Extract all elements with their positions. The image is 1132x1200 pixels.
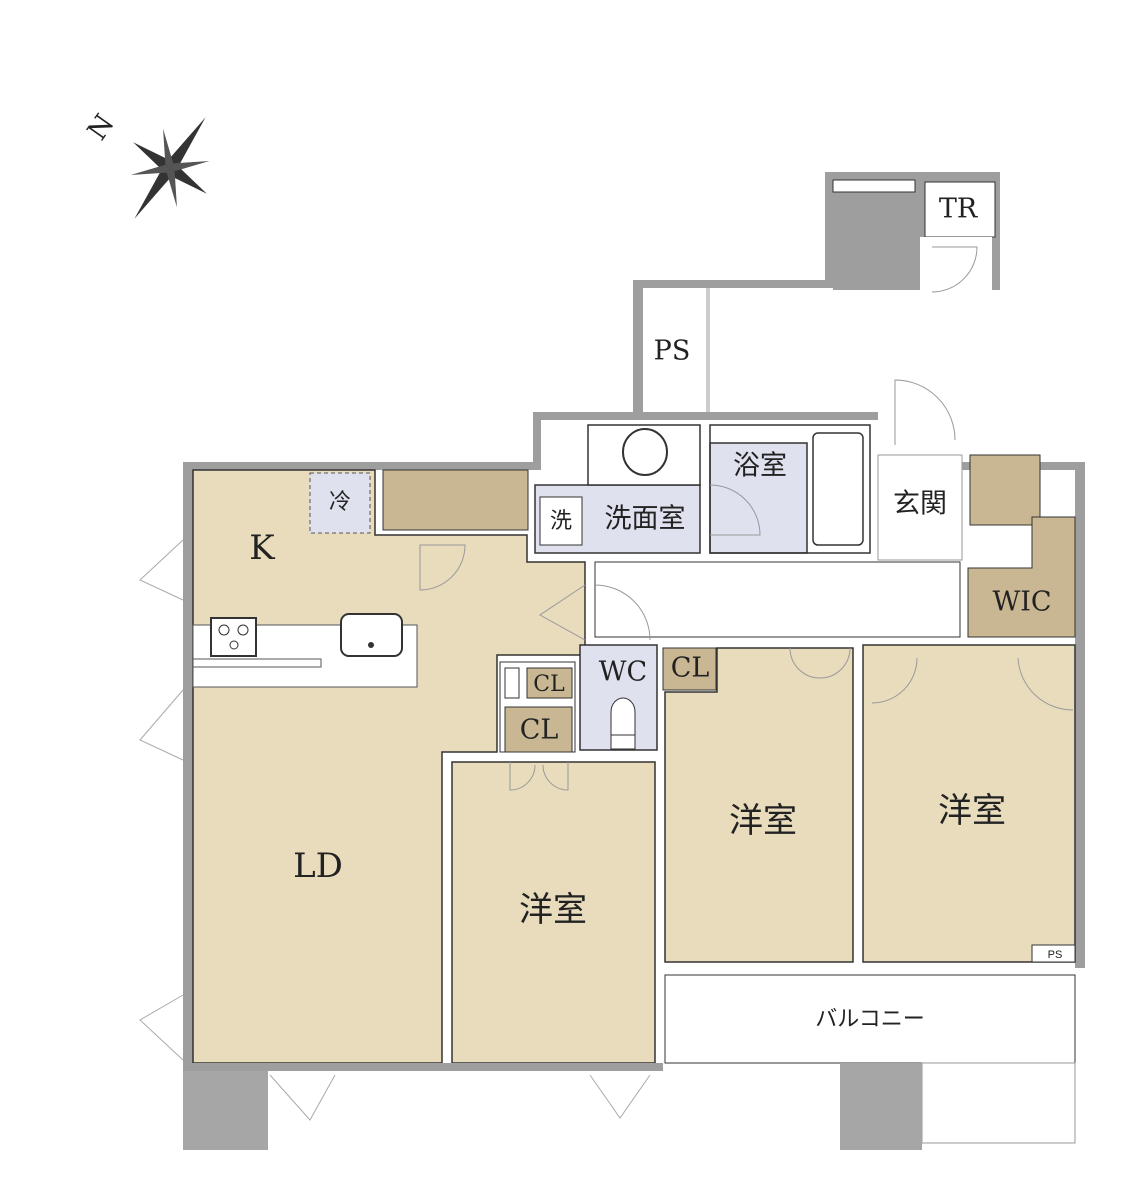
compass-rose-icon: N <box>82 109 210 219</box>
tr-label: TR <box>939 194 978 225</box>
wic-label: WIC <box>992 587 1051 618</box>
fridge-label: 冷 <box>329 490 351 515</box>
bedroom-1-label: 洋室 <box>519 890 587 930</box>
cl-label-1: CL <box>533 672 565 697</box>
kitchen-label: K <box>249 528 275 568</box>
washer-space <box>539 496 583 546</box>
ps-small <box>1031 944 1076 963</box>
balcony-label: バルコニー <box>815 1007 925 1032</box>
bedroom-3 <box>862 644 1076 963</box>
closet <box>504 706 573 753</box>
fridge-space <box>309 472 371 534</box>
washer-label: 洗 <box>550 509 572 534</box>
cl-label-3: CL <box>671 653 710 684</box>
bedroom-2-label: 洋室 <box>729 801 797 841</box>
ps-label: PS <box>654 336 691 367</box>
pipe-shaft: TR PS <box>633 172 1000 415</box>
window-sashes <box>139 539 651 1121</box>
washbasin-icon <box>622 428 668 476</box>
sink-icon <box>340 613 403 657</box>
bedroom-3-label: 洋室 <box>938 791 1006 831</box>
pillar <box>183 1063 268 1150</box>
washroom-label: 洗面室 <box>605 504 686 535</box>
shoe-closet <box>969 454 1041 526</box>
pillar <box>840 1063 922 1150</box>
kitchen-storage <box>382 469 529 531</box>
wc-label: WC <box>599 657 647 688</box>
wic <box>967 516 1076 638</box>
hallway <box>594 561 961 638</box>
ps-small-label: PS <box>1048 949 1063 961</box>
bedroom-2 <box>664 647 854 963</box>
compass-north-label: N <box>82 109 121 146</box>
bathtub-icon <box>812 432 864 546</box>
cl-label-2: CL <box>520 715 559 746</box>
stove-icon <box>210 617 257 657</box>
toilet-icon <box>610 697 636 736</box>
entrance-label: 玄関 <box>893 489 947 520</box>
bedroom-1 <box>451 761 656 1064</box>
ld-label: LD <box>293 846 343 886</box>
closet-small <box>526 667 573 699</box>
closet <box>662 647 717 691</box>
bathroom-label: 浴室 <box>733 451 787 482</box>
entrance <box>877 454 963 561</box>
